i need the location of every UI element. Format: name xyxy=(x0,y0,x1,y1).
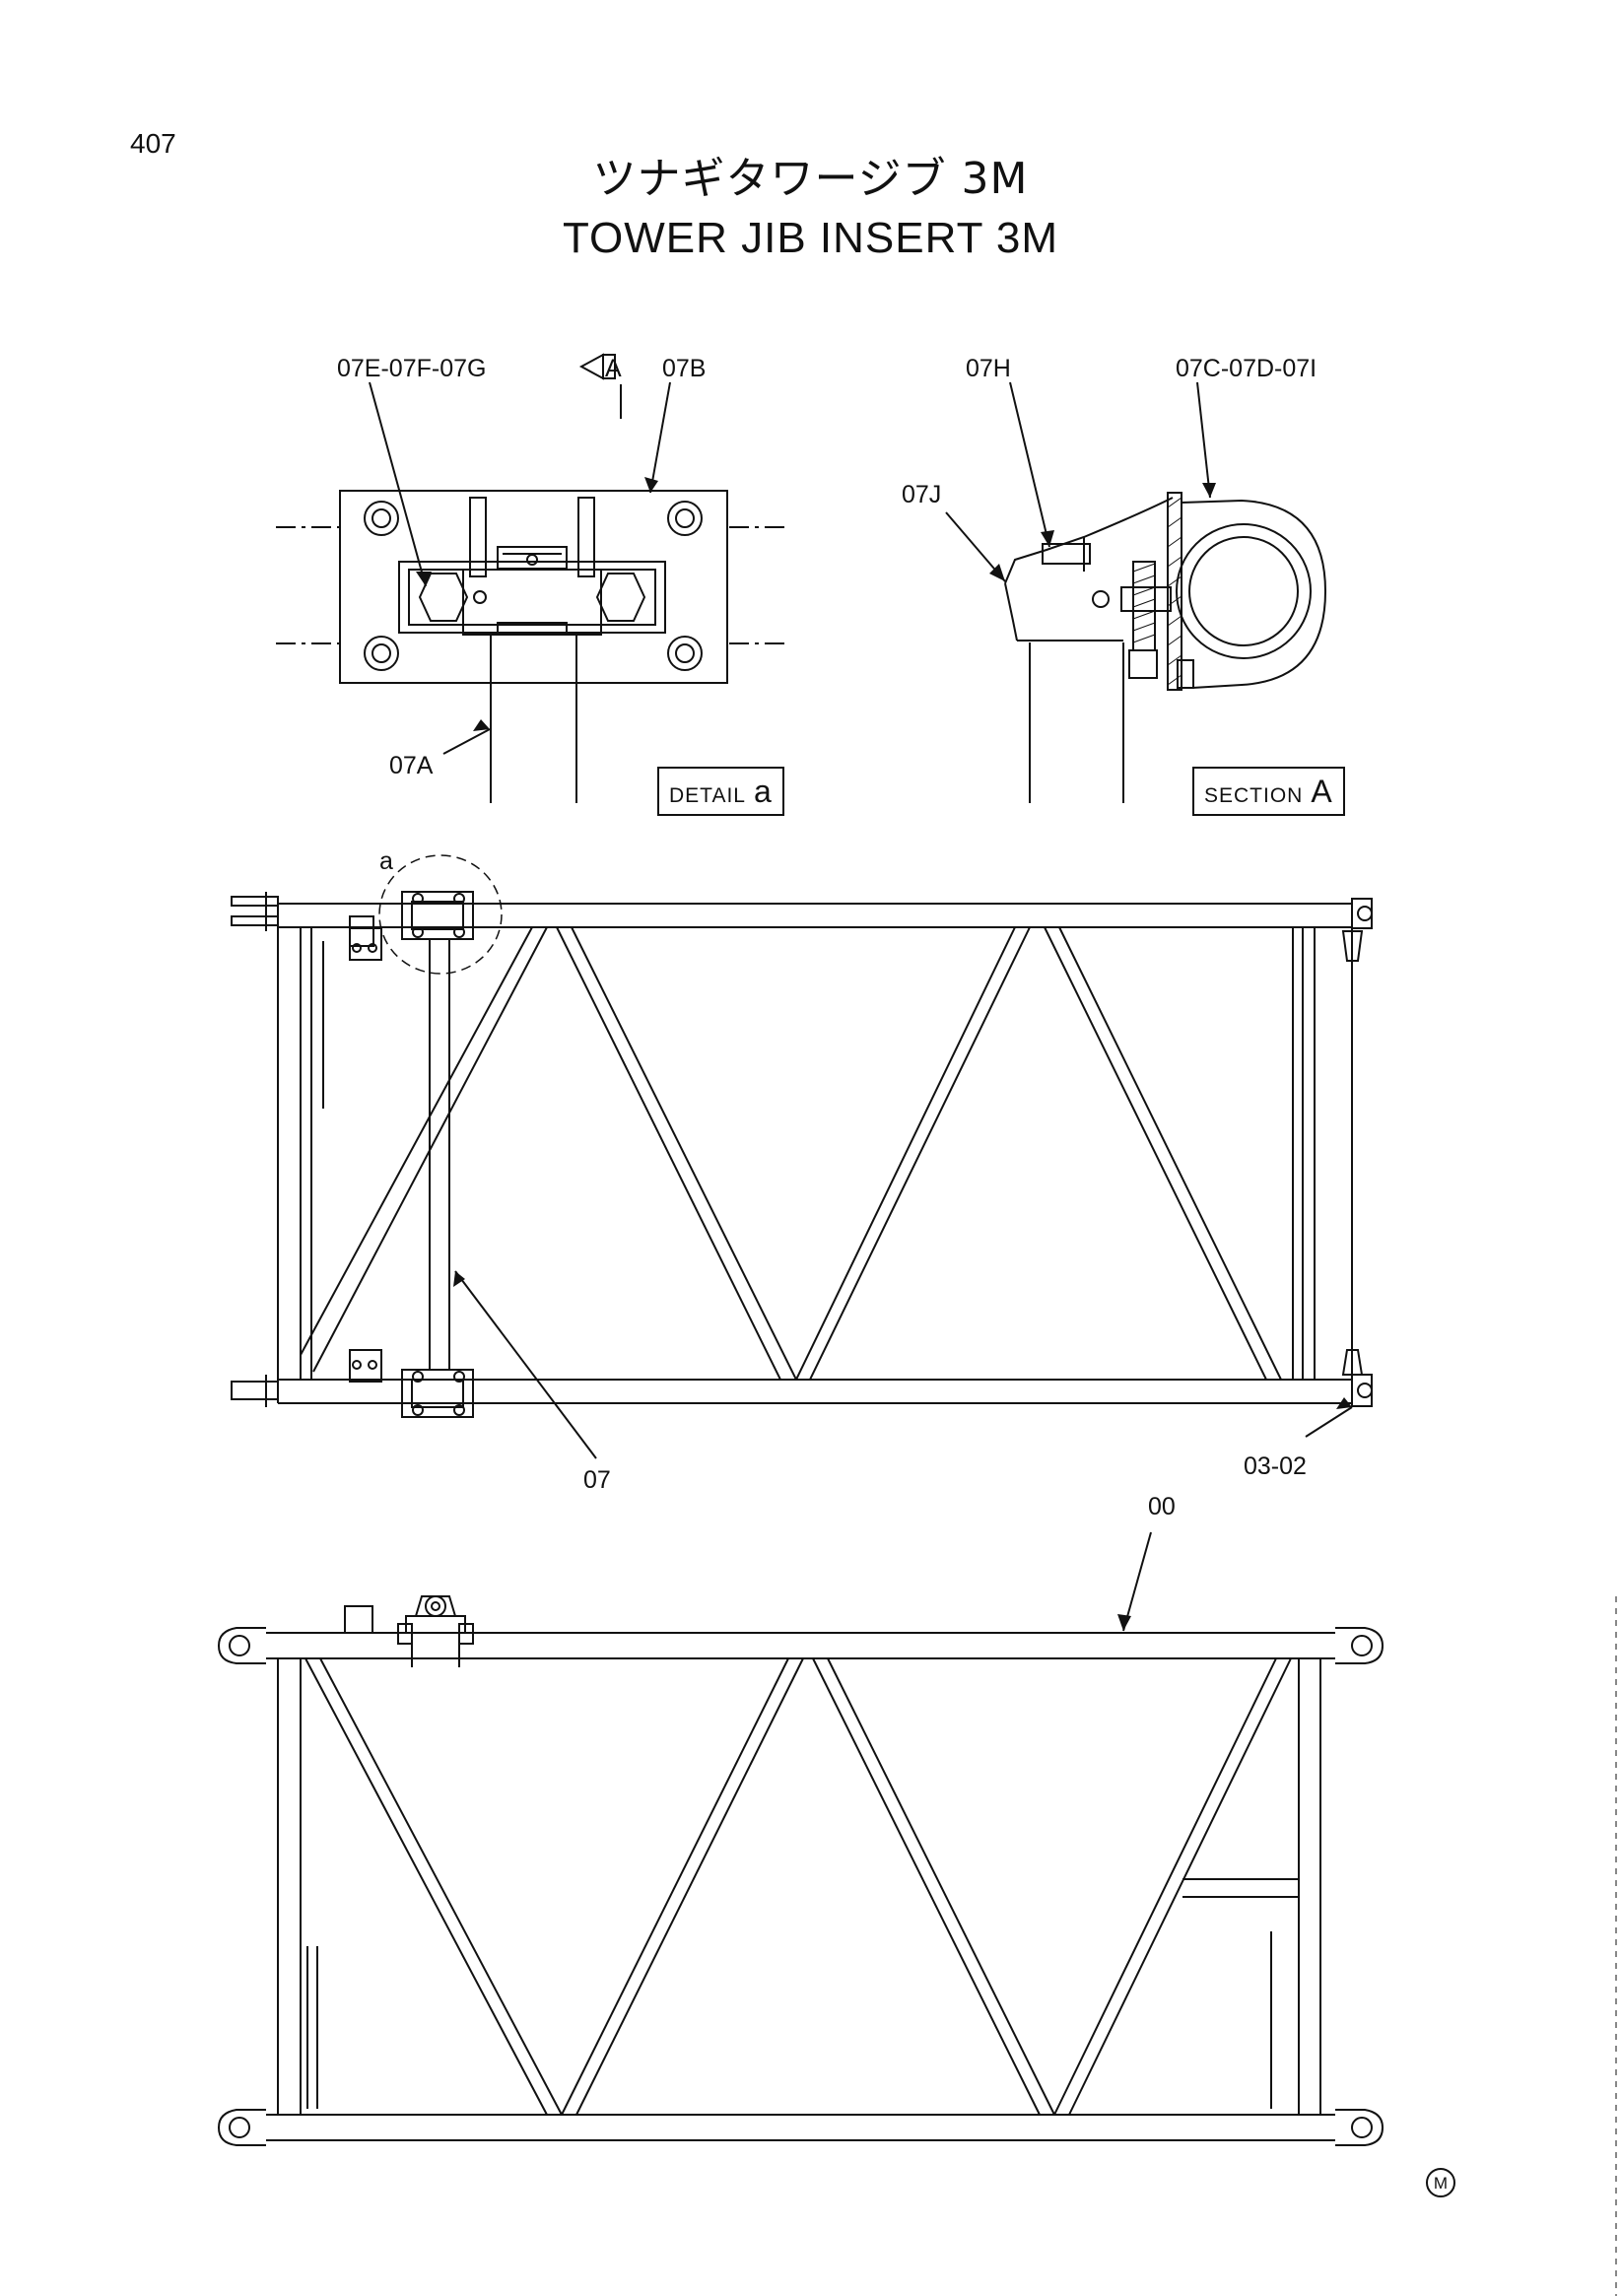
label-00: 00 xyxy=(1148,1493,1176,1520)
label-07: 07 xyxy=(583,1466,611,1494)
bolt-icon xyxy=(364,501,703,671)
section-caption-letter: A xyxy=(1311,774,1333,809)
detail-a-view xyxy=(276,353,788,803)
label-07c-07d-07i: 07C-07D-07I xyxy=(1176,355,1317,382)
label-03-02: 03-02 xyxy=(1244,1452,1307,1480)
detail-mark-a: a xyxy=(379,847,393,875)
section-a-caption: SECTION A xyxy=(1192,767,1345,816)
label-07a: 07A xyxy=(389,752,434,779)
detail-caption-letter: a xyxy=(753,774,773,809)
corner-mark-m: M xyxy=(1426,2168,1455,2197)
jib-insert-side-view xyxy=(217,1531,1385,2146)
label-07j: 07J xyxy=(902,481,942,508)
jib-insert-plan-view xyxy=(231,854,1373,1459)
label-07e-07f-07g: 07E-07F-07G xyxy=(337,355,487,382)
section-caption-word: SECTION xyxy=(1204,784,1304,807)
page-number: 407 xyxy=(130,128,176,159)
detail-a-caption: DETAIL a xyxy=(657,767,784,816)
lug-eye-icon xyxy=(217,1627,1385,2146)
label-07b: 07B xyxy=(662,355,707,382)
title-english: TOWER JIB INSERT 3M xyxy=(562,214,1059,262)
view-arrow-label: A xyxy=(605,355,622,382)
title-japanese: ツナギタワージブ 3M xyxy=(592,154,1029,204)
label-07h: 07H xyxy=(966,355,1011,382)
detail-caption-word: DETAIL xyxy=(669,784,746,807)
section-a-view xyxy=(945,381,1327,803)
